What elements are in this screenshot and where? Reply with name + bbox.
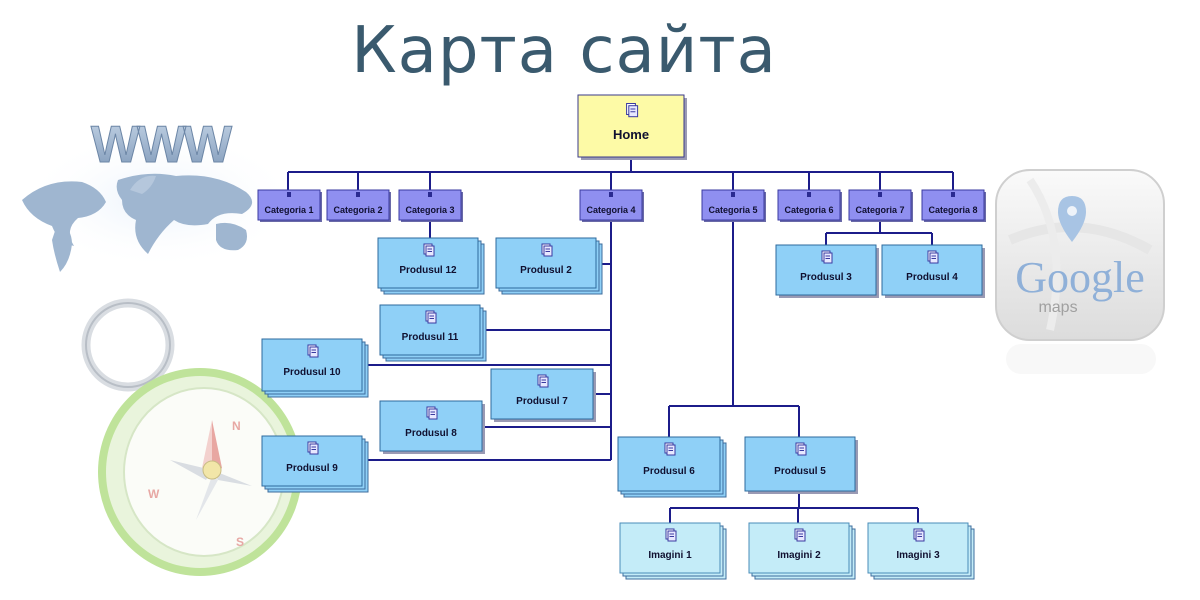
product-node-p12-label: Produsul 12: [399, 265, 457, 276]
category-node-c5[interactable]: Categoria 5: [701, 189, 766, 222]
product-node-p3-label: Produsul 3: [800, 272, 852, 283]
product-node-p11[interactable]: Produsul 11: [379, 304, 487, 362]
product-node-p5[interactable]: Produsul 5: [744, 436, 858, 494]
image-node-i2-label: Imagini 2: [777, 550, 821, 561]
category-node-c6[interactable]: Categoria 6: [777, 189, 842, 222]
page-icon: [821, 250, 833, 264]
page-icon: [307, 441, 319, 455]
product-node-p4-label: Produsul 4: [906, 272, 958, 283]
product-node-p10[interactable]: Produsul 10: [261, 338, 369, 398]
compass-west-label: W: [148, 487, 160, 501]
google-maps-badge: Google maps: [995, 169, 1165, 374]
page-icon: [665, 528, 677, 542]
page-icon: [541, 243, 553, 257]
product-node-p9[interactable]: Produsul 9: [261, 435, 369, 493]
image-node-i2[interactable]: Imagini 2: [748, 522, 856, 580]
connector-lines: [287, 157, 954, 523]
image-node-i1-label: Imagini 1: [648, 550, 692, 561]
maps-logo-text: maps: [1038, 299, 1077, 316]
category-icon: [731, 192, 735, 197]
category-node-label: Categoria 4: [586, 205, 635, 215]
category-icon: [807, 192, 811, 197]
www-text: WWW: [91, 116, 233, 174]
category-node-c8[interactable]: Categoria 8: [921, 189, 986, 222]
category-node-label: Categoria 8: [928, 205, 977, 215]
map-pin-icon: [1058, 196, 1086, 242]
product-node-p9-label: Produsul 9: [286, 463, 338, 474]
page-icon: [307, 344, 319, 358]
page-title: Карта сайта: [351, 14, 777, 88]
category-icon: [878, 192, 882, 197]
page-icon: [794, 528, 806, 542]
category-icon: [287, 192, 291, 197]
page-icon: [913, 528, 925, 542]
compass-south-label: S: [236, 535, 244, 549]
compass-illustration: N W S: [81, 298, 302, 576]
category-icon: [356, 192, 360, 197]
page-icon: [795, 442, 807, 456]
product-node-p11-label: Produsul 11: [402, 332, 459, 343]
product-node-p2[interactable]: Produsul 2: [495, 237, 603, 295]
google-logo-text: Google: [1015, 253, 1145, 302]
product-node-p8-label: Produsul 8: [405, 428, 457, 439]
page-icon: [664, 442, 676, 456]
category-node-label: Categoria 6: [784, 205, 833, 215]
product-node-p5-label: Produsul 5: [774, 466, 826, 477]
category-node-c7[interactable]: Categoria 7: [848, 189, 913, 222]
category-node-label: Categoria 7: [855, 205, 904, 215]
category-node-label: Categoria 5: [708, 205, 757, 215]
product-node-p3[interactable]: Produsul 3: [775, 244, 879, 298]
product-node-p10-label: Produsul 10: [283, 367, 341, 378]
category-icon: [609, 192, 613, 197]
category-node-c4[interactable]: Categoria 4: [579, 189, 644, 222]
page-icon: [537, 374, 549, 388]
category-icon: [951, 192, 955, 197]
product-node-p12[interactable]: Produsul 12: [377, 237, 485, 295]
product-node-p8[interactable]: Produsul 8: [379, 400, 485, 454]
category-node-c2[interactable]: Categoria 2: [326, 189, 391, 222]
page-icon: [423, 243, 435, 257]
image-node-i1[interactable]: Imagini 1: [619, 522, 727, 580]
category-node-label: Categoria 3: [405, 205, 454, 215]
category-node-c1[interactable]: Categoria 1: [257, 189, 322, 222]
product-node-p6-label: Produsul 6: [643, 466, 695, 477]
category-node-label: Categoria 1: [264, 205, 313, 215]
product-node-p7-label: Produsul 7: [516, 396, 568, 407]
category-node-label: Categoria 2: [333, 205, 382, 215]
image-node-i3[interactable]: Imagini 3: [867, 522, 975, 580]
category-node-c3[interactable]: Categoria 3: [398, 189, 463, 222]
home-node-label: Home: [613, 127, 649, 142]
product-node-p7[interactable]: Produsul 7: [490, 368, 596, 422]
page-icon: [927, 250, 939, 264]
home-node[interactable]: Home: [577, 94, 687, 160]
compass-north-label: N: [232, 419, 241, 433]
page-icon: [626, 103, 639, 118]
page-icon: [426, 406, 438, 420]
category-icon: [428, 192, 432, 197]
world-map-icon: [22, 173, 253, 272]
image-node-i3-label: Imagini 3: [896, 550, 940, 561]
www-globe-illustration: WWW: [20, 116, 300, 272]
page-icon: [425, 310, 437, 324]
product-node-p2-label: Produsul 2: [520, 265, 572, 276]
product-node-p4[interactable]: Produsul 4: [881, 244, 985, 298]
product-node-p6[interactable]: Produsul 6: [617, 436, 727, 498]
